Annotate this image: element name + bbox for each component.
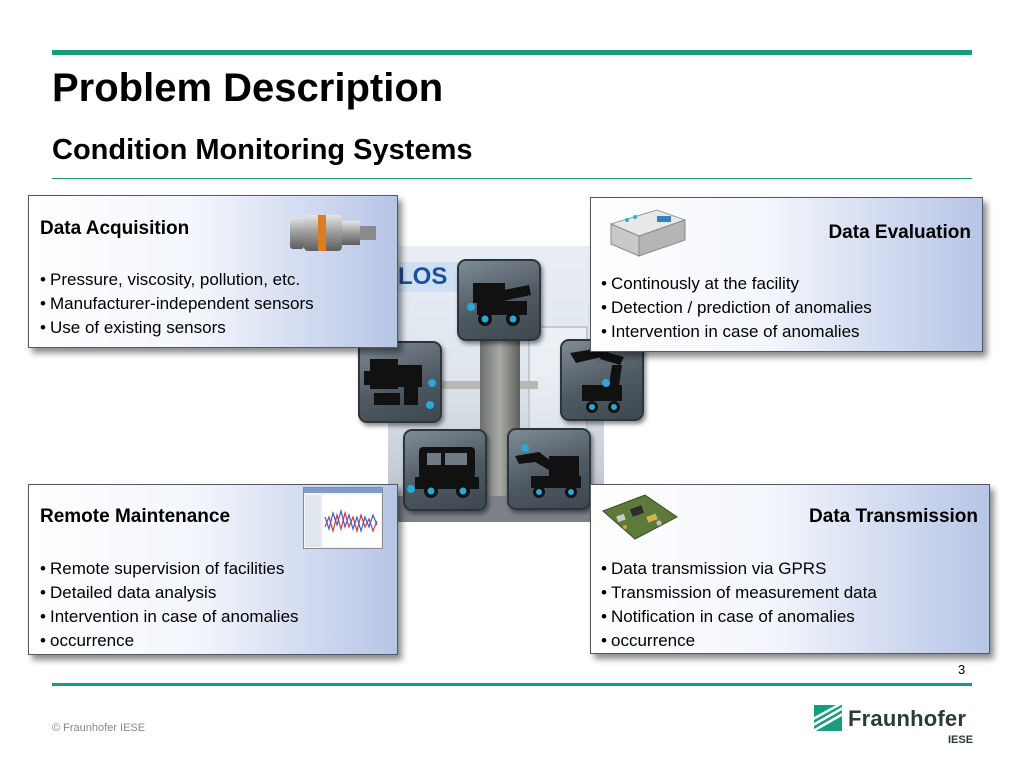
title-divider [52, 178, 972, 179]
slide-subtitle: Condition Monitoring Systems [52, 134, 473, 166]
list-item: Remote supervision of facilities [40, 557, 299, 581]
list-item: Use of existing sensors [40, 316, 314, 340]
harvester-icon [457, 259, 541, 341]
list-item: Pressure, viscosity, pollution, etc. [40, 268, 314, 292]
list-item: Data transmission via GPRS [601, 557, 877, 581]
list-item-continuation: occurrence [40, 629, 299, 653]
analysis-software-screenshot [303, 487, 383, 549]
data-acquisition-box: Data Acquisition Pressure, viscosity, po… [28, 195, 398, 348]
remote-maintenance-title: Remote Maintenance [40, 506, 231, 527]
remote-maintenance-box: Remote Maintenance Remote supervision of… [28, 484, 398, 655]
excavator-icon [507, 428, 591, 510]
list-item: Detection / prediction of anomalies [601, 296, 872, 320]
list-item: Detailed data analysis [40, 581, 299, 605]
list-item: Intervention in case of anomalies [601, 320, 872, 344]
bottom-accent-rule [52, 683, 972, 686]
data-transmission-list: Data transmission via GPRS Transmission … [601, 557, 877, 653]
plant-machine-icon [358, 341, 442, 423]
list-item: Intervention in case of anomalies [40, 605, 299, 629]
list-item: Manufacturer-independent sensors [40, 292, 314, 316]
controller-unit-image [609, 209, 687, 257]
fraunhofer-logo-name: Fraunhofer [848, 706, 967, 731]
fraunhofer-logo-icon [814, 705, 842, 731]
copyright-footer: © Fraunhofer IESE [52, 722, 146, 734]
data-evaluation-title: Data Evaluation [828, 222, 971, 243]
list-item-continuation: occurrence [601, 629, 877, 653]
data-transmission-title: Data Transmission [809, 506, 978, 527]
truck-icon [403, 429, 487, 511]
data-evaluation-box: Data Evaluation Continously at the facil… [590, 197, 983, 352]
remote-maintenance-list: Remote supervision of facilities Detaile… [40, 557, 299, 653]
data-acquisition-list: Pressure, viscosity, pollution, etc. Man… [40, 268, 314, 340]
gprs-circuit-board-image [602, 494, 678, 540]
list-item: Notification in case of anomalies [601, 605, 877, 629]
list-item: Continously at the facility [601, 272, 872, 296]
pressure-sensor-image [290, 215, 376, 251]
data-transmission-box: Data Transmission Data transmission via … [590, 484, 990, 654]
page-number: 3 [958, 662, 966, 677]
slide-title: Problem Description [52, 66, 444, 110]
top-accent-rule [52, 50, 972, 55]
data-evaluation-list: Continously at the facility Detection / … [601, 272, 872, 344]
fraunhofer-logo: Fraunhofer IESE [814, 704, 974, 750]
data-acquisition-title: Data Acquisition [40, 218, 190, 239]
list-item: Transmission of measurement data [601, 581, 877, 605]
fraunhofer-logo-unit: IESE [948, 734, 974, 746]
